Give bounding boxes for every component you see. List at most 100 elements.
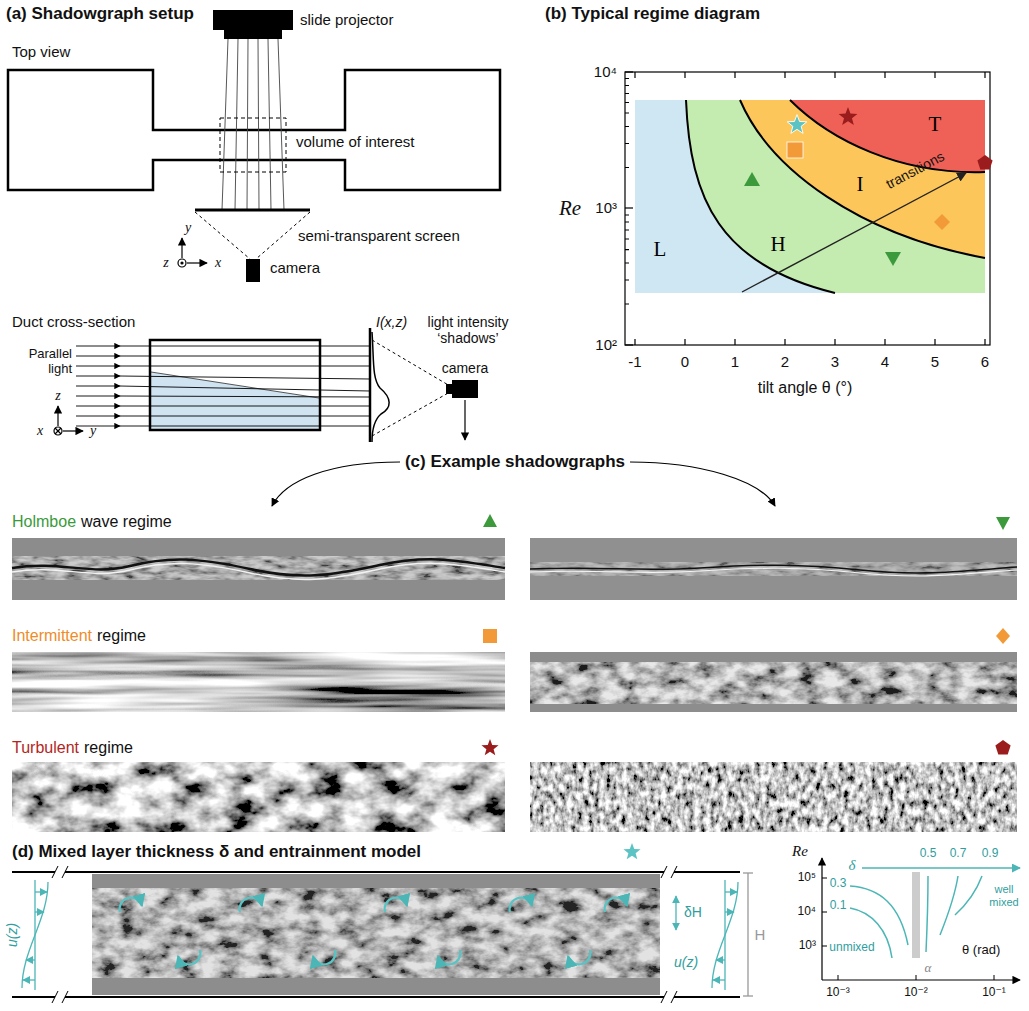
- signal-name: I(x,z): [376, 314, 407, 330]
- view-title: Top view: [12, 43, 70, 60]
- shadowgraph-intermittent: [530, 652, 1017, 712]
- regime-name: wave regime: [81, 513, 172, 531]
- entrainment-inset: [822, 858, 1020, 980]
- screen-profile: [372, 332, 389, 442]
- chart-axes: [625, 72, 990, 345]
- regime-boundary: [686, 100, 835, 293]
- regime-name: Holmboe: [12, 513, 76, 531]
- regime-boundary: [790, 100, 985, 172]
- axes-section: [55, 428, 61, 434]
- parallel-light: [76, 406, 120, 407]
- markers-c: [483, 514, 497, 527]
- slide-projector: [213, 10, 293, 39]
- mixed-layer-duct: [92, 888, 660, 978]
- transitions-arrow: [742, 173, 966, 292]
- axis-name: y: [185, 220, 191, 236]
- entrainment-inset: [850, 886, 908, 945]
- duct-section: [151, 372, 319, 429]
- part-label: slide projector: [300, 11, 393, 28]
- mixed-layer-duct: [671, 991, 677, 1003]
- axis-title: tilt angle θ (°): [758, 379, 852, 397]
- light-rays: [247, 39, 248, 210]
- profile-label: u(z): [4, 923, 20, 947]
- parallel-light: [120, 406, 370, 407]
- mixed-layer-duct: [55, 866, 65, 878]
- shadowgraph-intermittent: [12, 652, 505, 712]
- velocity-profile: [35, 891, 47, 892]
- entrainment-inset: [926, 876, 928, 952]
- parallel-light: [76, 426, 120, 427]
- parallel-light: [76, 416, 120, 417]
- chart-axes: [625, 72, 990, 345]
- dimension-label: H: [755, 926, 766, 943]
- entrainment-inset: [821, 858, 822, 980]
- tick-label: 10⁵: [798, 871, 816, 885]
- slide-projector: [213, 10, 293, 30]
- regime-name: regime: [97, 627, 146, 645]
- volume-box: [220, 118, 286, 172]
- height-bracket: [747, 873, 748, 996]
- contour-label: δ: [849, 857, 856, 874]
- eddies: [605, 898, 627, 912]
- parallel-light: [120, 386, 370, 391]
- shadowgraph-holmboe: [530, 568, 1017, 576]
- data-markers: [934, 214, 950, 230]
- parallel-light: [120, 356, 370, 357]
- axis-name: x: [215, 255, 221, 271]
- mixed-layer-duct: [664, 866, 674, 878]
- tick-label: 2: [781, 353, 789, 370]
- tick-label: 1: [731, 353, 739, 370]
- regime-letter: T: [929, 113, 942, 136]
- shadowgraph-turbulent: [12, 762, 1017, 832]
- tick-label: 5: [931, 353, 939, 370]
- contour-label: 0.9: [982, 847, 999, 861]
- shadowgraph-turbulent: [530, 762, 1017, 832]
- shadowgraph-intermittent: [12, 652, 1017, 712]
- part-label: light intensity ‘shadows’: [415, 314, 521, 346]
- parallel-light: [120, 346, 370, 347]
- mixed-layer-duct: [671, 866, 677, 878]
- mixed-layer-duct: [52, 991, 58, 1003]
- screen-profile: [369, 328, 372, 442]
- screen-profile: [272, 328, 775, 506]
- region-note: unmixed: [829, 941, 874, 955]
- shadowgraph-intermittent: [530, 662, 1017, 704]
- shadowgraph-holmboe: [12, 538, 1017, 600]
- screen-and-camera: [246, 259, 260, 282]
- mixed-layer-duct: [12, 871, 740, 873]
- regime-name: regime: [84, 739, 133, 757]
- screen-profile: [464, 400, 465, 440]
- entrainment-inset: [822, 912, 827, 913]
- parallel-light: [120, 396, 370, 397]
- eddies: [120, 898, 142, 912]
- entrainment-inset: [838, 975, 839, 980]
- markers-c: [483, 629, 497, 643]
- markers-c: [995, 740, 1010, 754]
- duct-section: [151, 372, 319, 398]
- tick-label: 10²: [595, 336, 617, 353]
- chart-axes: [635, 72, 985, 78]
- chart-axes: [625, 71, 633, 72]
- duct-section: [150, 340, 320, 430]
- axis-name: y: [90, 423, 96, 439]
- axis-title: Re: [559, 196, 581, 220]
- screen-profile: [372, 392, 450, 436]
- markers-c: [481, 739, 498, 755]
- top-view-tank: [8, 70, 500, 190]
- eddies: [385, 898, 407, 912]
- panel-heading: (b) Typical regime diagram: [545, 4, 760, 24]
- screen-profile: [630, 462, 775, 506]
- part-label: semi-transparent screen: [298, 227, 460, 244]
- data-markers: [787, 115, 807, 134]
- axes-section: [55, 428, 61, 434]
- light-rays: [222, 39, 284, 210]
- shadowgraph-holmboe: [12, 563, 505, 579]
- parallel-light: [76, 366, 120, 367]
- screen-and-camera: [195, 212, 250, 259]
- tick-label: 10⁴: [594, 63, 617, 80]
- entrainment-inset: [912, 872, 920, 958]
- regime-letter: H: [770, 233, 785, 256]
- panel-heading: (a) Shadowgraph setup: [6, 4, 194, 24]
- regime-name: Turbulent: [12, 739, 79, 757]
